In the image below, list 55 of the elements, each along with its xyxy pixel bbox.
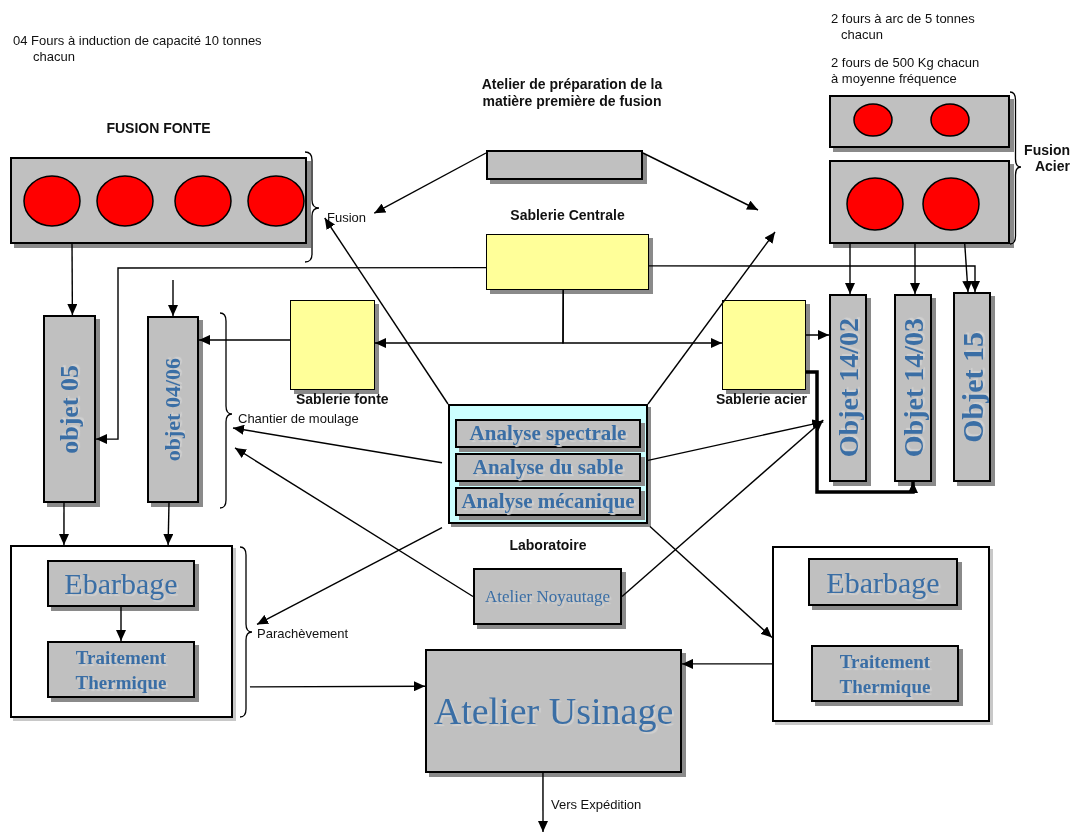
arrow bbox=[647, 419, 824, 462]
box-label: Atelier de préparation de la matière première de fusion bbox=[480, 76, 664, 110]
arrow bbox=[910, 243, 920, 295]
arrow bbox=[232, 424, 443, 464]
arrow bbox=[845, 243, 855, 295]
arrow bbox=[647, 231, 776, 405]
box-label: Sablerie fonte bbox=[296, 391, 390, 408]
arrow bbox=[168, 279, 178, 317]
box-label: Analyse spectrale bbox=[469, 422, 627, 445]
bracket-label: Fusion bbox=[327, 210, 367, 226]
vertical-label: Objet 14/02 bbox=[832, 318, 864, 458]
box-label: FUSION FONTE bbox=[105, 120, 212, 137]
box-label: Laboratoire bbox=[508, 537, 588, 554]
box-label: Analyse mécanique bbox=[461, 490, 635, 513]
note-text: 2 fours à arc de 5 tonnes chacun bbox=[831, 11, 976, 43]
arrow bbox=[806, 370, 918, 494]
arrow bbox=[198, 334, 291, 345]
vertical-label: Objet 15 bbox=[955, 331, 989, 443]
note-text: Fusion Acier bbox=[1023, 142, 1070, 174]
box-label: Traitement Thermique bbox=[838, 649, 932, 699]
arrow bbox=[681, 658, 773, 669]
bracket-label: Parachèvement bbox=[257, 626, 349, 642]
box-label: Analyse du sable bbox=[472, 456, 624, 479]
box-label: Atelier Noyautage bbox=[484, 585, 611, 608]
arrow bbox=[95, 266, 487, 445]
arrow bbox=[234, 447, 474, 598]
edge-label: Vers Expédition bbox=[551, 797, 642, 813]
arrow bbox=[962, 243, 973, 293]
arrow bbox=[116, 606, 126, 642]
note-text: 04 Fours à induction de capacité 10 tonnes chacun bbox=[13, 33, 263, 65]
arrow bbox=[163, 502, 174, 546]
arrow bbox=[67, 243, 78, 316]
box-label: Sablerie acier bbox=[716, 391, 809, 408]
box-label: Ebarbage bbox=[826, 565, 940, 599]
vertical-label: Objet 14/03 bbox=[897, 318, 929, 458]
arrow bbox=[256, 526, 443, 626]
box-label: Traitement Thermique bbox=[74, 645, 168, 695]
arrow bbox=[649, 525, 773, 639]
bracket-label: Chantier de moulage bbox=[238, 411, 359, 427]
vertical-label: objet 05 bbox=[55, 364, 84, 454]
arrow bbox=[249, 681, 426, 692]
arrow bbox=[805, 330, 830, 340]
arrow bbox=[642, 152, 759, 211]
note-text: 2 fours de 500 Kg chacun à moyenne fréquence bbox=[831, 55, 981, 87]
arrow bbox=[58, 502, 69, 546]
arrow bbox=[621, 419, 824, 598]
box-label: Ebarbage bbox=[64, 567, 178, 600]
arrow bbox=[538, 772, 548, 833]
arrow bbox=[373, 152, 487, 214]
arrow bbox=[324, 217, 449, 405]
vertical-label: objet 04/06 bbox=[161, 357, 185, 462]
arrow bbox=[562, 289, 723, 348]
box-label: Atelier Usinage bbox=[433, 690, 674, 732]
arrow bbox=[648, 265, 980, 293]
box-label: Sablerie Centrale bbox=[509, 207, 626, 224]
